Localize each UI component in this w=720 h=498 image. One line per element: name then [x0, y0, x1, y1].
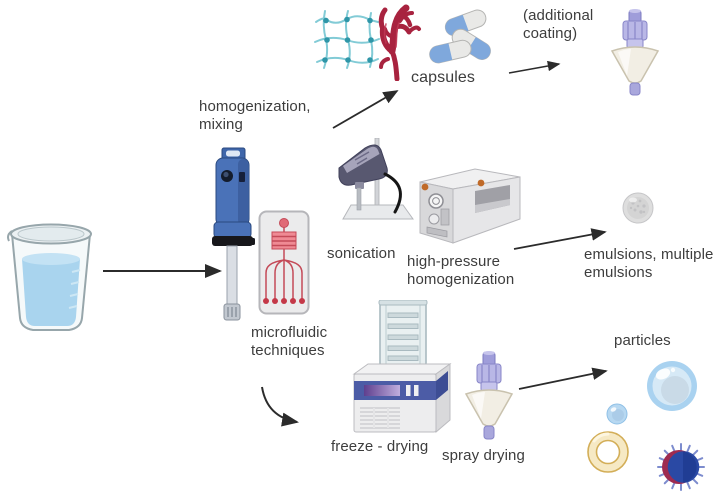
label-sonication: sonication [327, 245, 396, 262]
capsule-3 [429, 39, 472, 64]
small-particle-icon [605, 402, 629, 426]
capsules-icon [425, 6, 497, 72]
bubble-particle-icon [645, 359, 699, 413]
capsule-1 [444, 9, 487, 37]
arrow-capsules-to-coating [508, 60, 561, 74]
red-algae-icon [372, 3, 422, 81]
label-high-pressure-homogenization: high-pressure homogenization [407, 253, 515, 289]
microfluidic-chip-icon [258, 210, 310, 315]
arrow-to-capsules [332, 90, 399, 129]
label-homogenization-mixing: homogenization, mixing [199, 98, 311, 134]
spiky-particle-icon [655, 441, 707, 493]
immersion-homogenizer-icon [209, 146, 257, 326]
ring-particle-icon [584, 428, 632, 476]
high-pressure-homogenizer-icon [415, 157, 525, 247]
arrow-to-freeze-drying [261, 386, 299, 427]
spray-dryer-nozzle-icon-bottom [461, 350, 517, 442]
label-spray-drying: spray drying [442, 447, 525, 464]
arrow-to-emulsions [513, 228, 607, 250]
arrow-to-particles [518, 367, 608, 390]
freeze-dryer-display [364, 385, 400, 396]
beaker-icon [5, 222, 97, 334]
probe-sonicator-icon [335, 138, 419, 222]
label-emulsions: emulsions, multiple emulsions [584, 246, 714, 282]
polymer-network-icon [313, 9, 381, 71]
label-freeze-drying: freeze - drying [331, 438, 429, 455]
label-microfluidic-techniques: microfluidic techniques [251, 324, 328, 360]
capsule-2 [451, 28, 491, 60]
label-particles: particles [614, 332, 671, 349]
label-capsules: capsules [411, 69, 475, 86]
freeze-dryer-icon [344, 300, 458, 440]
label-additional-coating: (additional coating) [523, 7, 594, 43]
spray-dryer-nozzle-icon-top [607, 8, 663, 98]
emulsion-droplet-icon [620, 190, 656, 226]
